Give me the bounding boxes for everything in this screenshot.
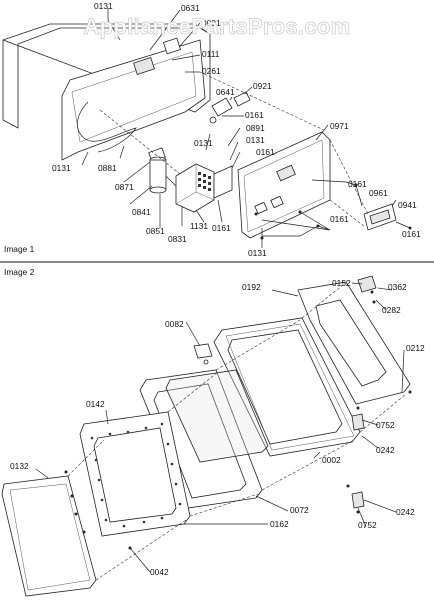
image2-diagram: 0152 0362 0192 0282 0082 0212 0142 0752 …: [1, 275, 425, 597]
image1-screws: [254, 183, 412, 240]
knob-shaft: [233, 91, 251, 107]
part-label: 0242: [396, 507, 415, 517]
part-label: 0131: [248, 248, 267, 258]
part-label: 0131: [194, 138, 213, 148]
image2-screws: [64, 290, 412, 550]
part-label: 0091: [202, 18, 221, 28]
part-label: 0111: [202, 49, 220, 59]
switch-block: [162, 37, 182, 55]
door-frame-edge: [225, 323, 355, 451]
image2-leaders: [35, 282, 405, 573]
relay-block-edges: [175, 164, 215, 205]
part-label: 0072: [290, 505, 309, 515]
part-label: 0212: [406, 343, 425, 353]
part-label: 0971: [330, 121, 349, 131]
part-label: 0941: [398, 200, 417, 210]
part-label: 0161: [402, 229, 421, 239]
part-label: 0042: [150, 567, 169, 577]
door-frame-opening: [227, 329, 343, 445]
part-label: 0891: [246, 123, 265, 133]
door-latch: [193, 343, 213, 359]
wire-harness: [77, 101, 137, 153]
small-clip: [209, 116, 217, 124]
part-label: 0851: [146, 226, 165, 236]
mount-bracket: [133, 57, 155, 75]
image1-label: Image 1: [4, 244, 35, 254]
cylinder-body: [149, 159, 167, 191]
latch-spring: [203, 359, 209, 365]
part-label: 0831: [168, 234, 187, 244]
image1-leaders: [81, 8, 411, 248]
switch-housing: [211, 97, 233, 117]
part-label: 0282: [382, 305, 401, 315]
part-label: 0921: [253, 81, 272, 91]
part-label: 0002: [322, 455, 341, 465]
door-outer-panel: [1, 475, 97, 597]
part-label: 0841: [132, 207, 151, 217]
door-gasket-opening: [93, 427, 177, 523]
part-label: 0131: [94, 1, 113, 11]
hinge-upper: [351, 413, 365, 431]
part-label: 0132: [10, 461, 29, 471]
door-back-window: [315, 299, 387, 387]
door-outer-panel-edge: [9, 483, 91, 591]
overlay-window: [369, 209, 391, 225]
part-label: 0881: [98, 163, 117, 173]
image1-assembly-lines: [99, 71, 369, 227]
panel-window: [276, 164, 296, 182]
part-label: 0152: [332, 278, 351, 288]
part-label: 0752: [376, 420, 395, 430]
relay-grid: [198, 172, 211, 191]
control-box: [61, 39, 206, 161]
image1-diagram: 0131 0631 0091 0111 0261 0641 0921 0161 …: [2, 1, 421, 258]
small-board: [213, 165, 233, 199]
cabinet-top-edge: [2, 23, 211, 41]
part-label: 0192: [242, 282, 261, 292]
part-label: 0641: [216, 87, 235, 97]
part-label: 0131: [246, 135, 265, 145]
part-label: 0161: [256, 147, 275, 157]
part-label: 0261: [202, 66, 221, 76]
part-label: 0161: [330, 214, 349, 224]
part-label: 0142: [86, 399, 105, 409]
hinge-lower: [351, 491, 365, 509]
hinge-bracket: [357, 275, 377, 293]
part-label: 0631: [181, 3, 200, 13]
part-label: 0082: [165, 319, 184, 329]
front-panel-inner: [243, 139, 325, 233]
watermark-text: AppliancePartsPros.com: [83, 14, 350, 39]
panel-button: [254, 201, 268, 215]
part-label: 0961: [369, 188, 388, 198]
part-label: 0131: [52, 163, 71, 173]
part-label: 0362: [388, 282, 407, 292]
part-label: 0242: [376, 445, 395, 455]
gasket-holes: [90, 422, 182, 528]
part-label: 0162: [270, 519, 289, 529]
part-label: 1131: [190, 221, 208, 231]
part-label: 0161: [348, 179, 367, 189]
part-label: 0161: [212, 223, 231, 233]
part-label: 0871: [115, 182, 134, 192]
part-label: 0752: [358, 520, 377, 530]
image2-assembly-lines: [67, 283, 407, 581]
image2-label: Image 2: [4, 267, 35, 277]
panel-button: [270, 195, 284, 209]
part-label: 0161: [245, 110, 264, 120]
cylinder-bottom: [149, 186, 167, 194]
